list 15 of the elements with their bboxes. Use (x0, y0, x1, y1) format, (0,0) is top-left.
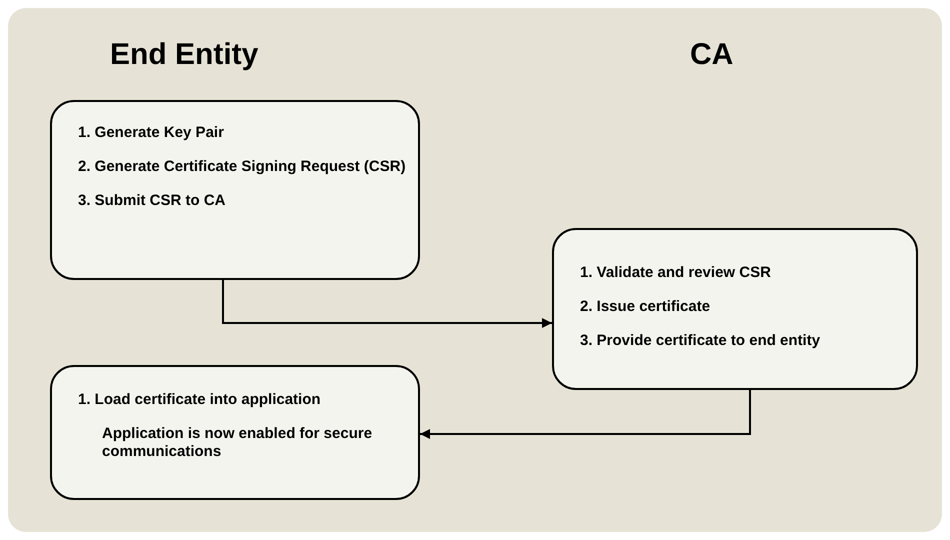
process-box (50, 365, 420, 500)
step-text: 1. Load certificate into application (78, 391, 322, 409)
process-box (552, 228, 918, 390)
connector-arrow (222, 280, 552, 328)
connector-arrow (420, 390, 751, 439)
step-text: Application is now enabled for secure communications (101, 425, 374, 461)
step-text: 3. Provide certificate to end entity (580, 332, 822, 350)
step-text: 1. Generate Key Pair (78, 124, 225, 142)
step-text: 3. Submit CSR to CA (78, 192, 227, 210)
column-heading: CA (690, 40, 734, 70)
step-text: 1. Validate and review CSR (580, 264, 772, 282)
step-text: 2. Generate Certificate Signing Request (CSR) (78, 158, 406, 176)
process-box (50, 100, 420, 280)
step-text: 2. Issue certificate (580, 298, 712, 316)
column-heading: End Entity (110, 40, 258, 70)
